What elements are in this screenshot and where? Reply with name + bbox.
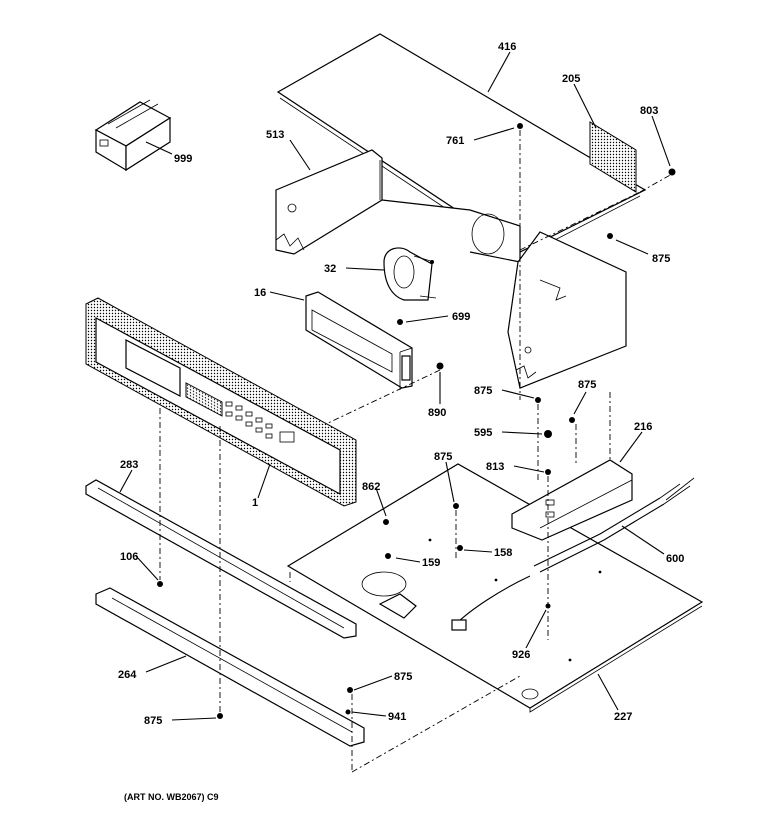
label-999: 999 [174, 153, 192, 165]
label-875-mid-left: 875 [474, 385, 492, 397]
label-875-top-right: 875 [652, 253, 670, 265]
label-600: 600 [666, 553, 684, 565]
part-205-vent-grille [589, 121, 637, 193]
part-back-panel [381, 199, 521, 263]
label-890: 890 [428, 407, 446, 419]
label-227: 227 [614, 711, 632, 723]
label-416: 416 [498, 41, 516, 53]
label-875-lower-right: 875 [394, 671, 412, 683]
label-875-center: 875 [434, 451, 452, 463]
label-158: 158 [494, 547, 512, 559]
label-1: 1 [252, 497, 258, 509]
label-205: 205 [562, 73, 580, 85]
part-1-control-panel [85, 297, 357, 507]
part-216-junction-box [511, 459, 633, 541]
label-216: 216 [634, 421, 652, 433]
label-595: 595 [474, 427, 492, 439]
label-699: 699 [452, 311, 470, 323]
part-227-base-plate [286, 463, 704, 713]
part-513-left-side-panel [275, 149, 383, 255]
fasteners [157, 123, 676, 719]
label-875-mid-right: 875 [578, 379, 596, 391]
assembly-lines [159, 130, 673, 773]
part-264-lower-channel [95, 587, 365, 747]
leader-lines [119, 51, 671, 721]
label-106: 106 [120, 551, 138, 563]
part-600-wire-harness [451, 477, 695, 631]
label-926: 926 [512, 649, 530, 661]
label-875-lower-left: 875 [144, 715, 162, 727]
label-761: 761 [446, 135, 464, 147]
part-16-control-module [305, 291, 413, 390]
part-283-trim-strip [85, 479, 357, 639]
label-283: 283 [120, 459, 138, 471]
part-32-blower-motor [383, 247, 437, 301]
part-right-side-panel [507, 231, 627, 389]
label-513: 513 [266, 129, 284, 141]
label-16: 16 [254, 287, 266, 299]
label-159: 159 [422, 557, 440, 569]
part-999-kit-box [94, 99, 172, 172]
label-803: 803 [640, 105, 658, 117]
label-862: 862 [362, 481, 380, 493]
part-number-labels: 416 205 803 513 761 999 875 32 16 699 89… [118, 41, 684, 727]
label-32: 32 [324, 263, 336, 275]
keypad-buttons [225, 401, 295, 443]
label-264: 264 [118, 669, 137, 681]
label-813: 813 [486, 461, 504, 473]
label-941: 941 [388, 711, 406, 723]
art-number-caption: (ART NO. WB2067) C9 [124, 792, 219, 802]
